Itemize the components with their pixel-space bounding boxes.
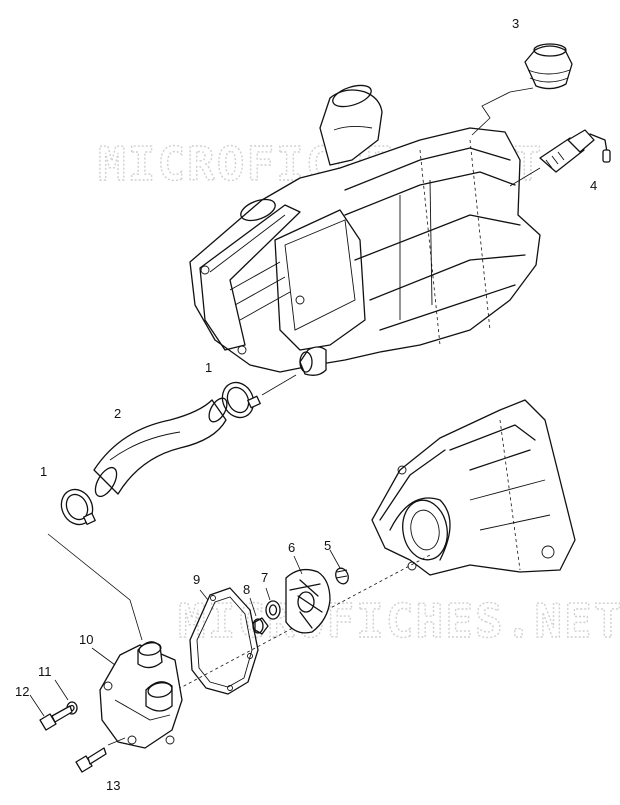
callout-8: 8 <box>243 582 250 597</box>
watermark-bottom: MICROFICHES.NET <box>178 594 620 648</box>
cylinder-head <box>189 84 541 376</box>
part-6-impeller <box>285 568 331 634</box>
callout-7: 7 <box>261 570 268 585</box>
crankcase-cover <box>371 399 576 576</box>
callout-3: 3 <box>512 16 519 31</box>
part-3-cap <box>524 43 573 90</box>
part-1-lower-hose-clamp <box>60 488 96 526</box>
callout-11: 11 <box>38 664 52 679</box>
callout-10: 10 <box>79 632 93 647</box>
part-2-coolant-hose <box>93 397 228 498</box>
part-4-temperature-sensor <box>539 129 611 173</box>
callout-1-upper: 1 <box>205 360 212 375</box>
callout-9: 9 <box>193 572 200 587</box>
part-9-gasket <box>189 587 259 695</box>
callout-13: 13 <box>106 778 120 793</box>
part-13-bolt <box>75 747 107 773</box>
part-10-water-pump-cover <box>99 641 183 749</box>
callout-2: 2 <box>114 406 121 421</box>
part-5-nut <box>335 567 349 585</box>
callout-4: 4 <box>590 178 597 193</box>
callout-6: 6 <box>288 540 295 555</box>
callout-12: 12 <box>15 684 29 699</box>
part-7-seal <box>265 600 281 620</box>
part-1-upper-hose-clamp <box>221 381 261 419</box>
callout-1-lower: 1 <box>40 464 47 479</box>
callout-5: 5 <box>324 538 331 553</box>
part-8-bushing <box>252 617 269 635</box>
part-12-bolt <box>39 705 73 731</box>
